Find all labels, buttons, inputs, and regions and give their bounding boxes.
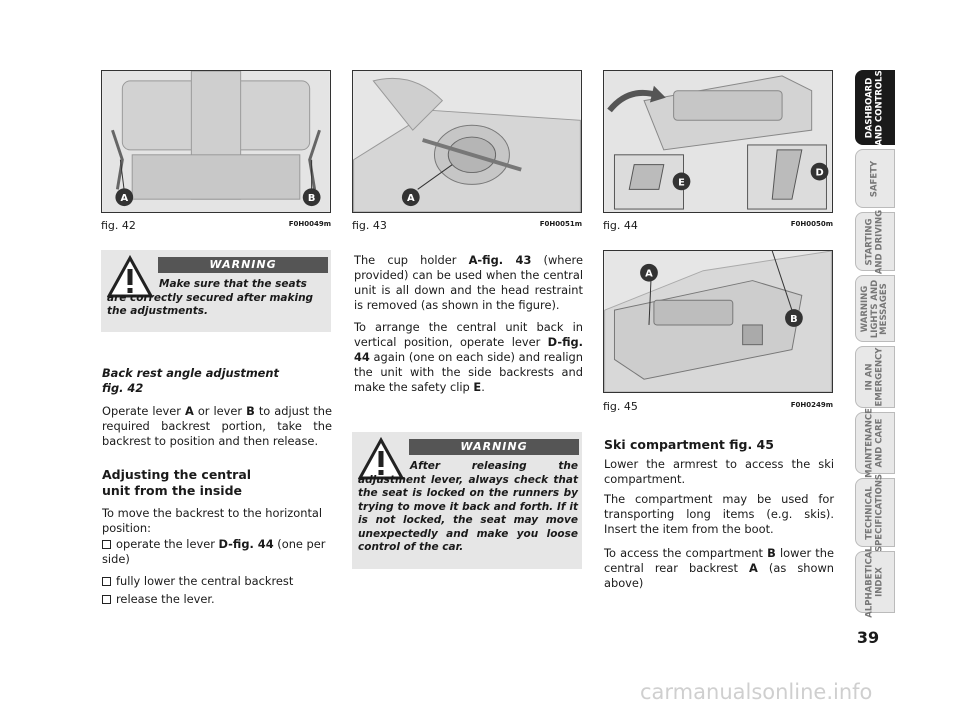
warning-triangle-icon	[106, 254, 154, 299]
figure-42-code: F0H0049m	[288, 220, 331, 228]
warning-triangle-icon	[357, 436, 405, 481]
tab-in-an-emergency[interactable]: IN AN EMERGENCY	[855, 346, 895, 408]
tab-maintenance-and-care[interactable]: MAINTENANCE AND CARE	[855, 408, 895, 478]
fig42-callout-a: A	[120, 193, 128, 204]
paragraph-lower-armrest: Lower the armrest to access the ski comp…	[604, 457, 834, 486]
fig44-callout-d: D	[815, 168, 823, 179]
paragraph-transport-items: The compartment may be used for transpor…	[604, 492, 834, 536]
tab-safety[interactable]: SAFETY	[855, 149, 895, 208]
warning-title: WARNING	[409, 439, 579, 455]
tab-alphabetical-index[interactable]: ALPHABETICAL INDEX	[855, 546, 895, 618]
warning-title: WARNING	[158, 257, 328, 273]
paragraph-arrange-unit: To arrange the central unit back in vert…	[354, 320, 583, 394]
figure-45-image: A B	[603, 250, 833, 393]
figure-43-label: fig. 43	[352, 219, 387, 232]
figure-42-label: fig. 42	[101, 219, 136, 232]
tab-technical-specifications[interactable]: TECHNICAL SPECIFICATIONS	[855, 473, 895, 552]
paragraph-backrest: Operate lever A or lever B to adjust the…	[102, 404, 332, 448]
list-item: fully lower the central backrest	[102, 574, 332, 589]
warning-text: Make sure that the seats are correctly s…	[107, 278, 314, 317]
warning-text: After releasing the adjustment lever, al…	[358, 460, 578, 553]
subsection-title-backrest: Back rest angle adjustment fig. 42	[102, 366, 279, 395]
checkbox-bullet-icon	[102, 577, 111, 586]
figure-43-code: F0H0051m	[539, 220, 582, 228]
tab-warning-lights-and-messages[interactable]: WARNING LIGHTS AND MESSAGES	[855, 275, 895, 342]
warning-box-seats: WARNING Make sure that the seats are cor…	[101, 250, 331, 332]
list-item: release the lever.	[102, 592, 332, 607]
fig44-callout-e: E	[678, 177, 685, 188]
checkbox-bullet-icon	[102, 595, 111, 604]
figure-43-image: A	[352, 70, 582, 213]
heading-central-unit: Adjusting the central unit from the insi…	[102, 467, 252, 498]
figure-44-label: fig. 44	[603, 219, 638, 232]
fig42-callout-b: B	[308, 193, 316, 204]
paragraph-move-backrest: To move the backrest to the horizontal p…	[102, 506, 323, 535]
fig45-callout-b: B	[790, 314, 798, 325]
paragraph-cup-holder: The cup holder A-fig. 43 (where provided…	[354, 253, 583, 312]
paragraph-access-compartment: To access the compartment B lower the ce…	[604, 546, 835, 590]
warning-box-lever: WARNING After releasing the adjustment l…	[352, 432, 582, 569]
fig43-callout-a: A	[407, 193, 415, 204]
tab-starting-and-driving[interactable]: STARTING AND DRIVING	[855, 209, 895, 274]
tab-dashboard-and-controls[interactable]: DASHBOARD AND CONTROLS	[855, 70, 895, 145]
figure-45-label: fig. 45	[603, 400, 638, 413]
page-number: 39	[856, 628, 880, 647]
figure-42-image: A B	[101, 70, 331, 213]
figure-44-image: E D	[603, 70, 833, 213]
watermark: carmanualsonline.info	[640, 680, 873, 704]
figure-44-code: F0H0050m	[790, 220, 833, 228]
heading-ski-compartment: Ski compartment fig. 45	[604, 437, 774, 452]
checkbox-bullet-icon	[102, 540, 111, 549]
figure-45-code: F0H0249m	[790, 401, 833, 409]
list-item: operate the lever D-fig. 44 (one per sid…	[102, 537, 326, 566]
fig45-callout-a: A	[645, 269, 653, 280]
